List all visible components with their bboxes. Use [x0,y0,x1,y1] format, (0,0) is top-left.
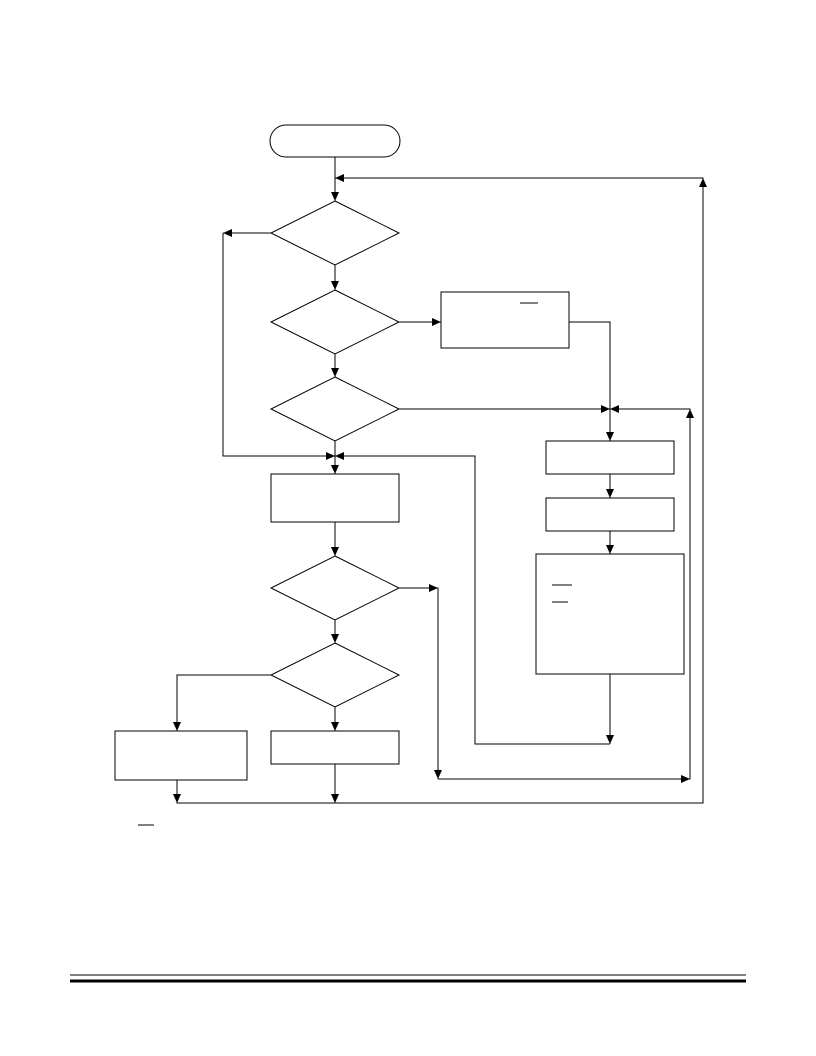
process-box-left-bottom [114,730,248,781]
flow-d4-right-branch [399,587,439,779]
flow-box-to-merge [569,321,611,441]
decision-3 [269,376,401,442]
arrowhead [223,229,232,237]
decision-2 [269,289,401,355]
process-box-right-2 [545,497,675,532]
arrowhead [173,794,181,803]
flow-left-box-to-bottom [176,780,335,804]
flow-loop-return-top [335,177,704,804]
arrowhead [601,405,610,413]
arrowhead [331,722,339,731]
arrowhead [173,722,181,731]
arrowhead [331,634,339,643]
arrowhead [606,489,614,498]
arrowhead [331,192,339,201]
decision-4 [269,555,401,621]
arrowhead [606,545,614,554]
arrowhead [335,174,344,182]
arrowhead [429,584,438,592]
arrowhead [335,452,344,460]
arrowhead [606,735,614,744]
flow-bottom-right-rail [438,408,691,780]
decision-1 [269,200,401,266]
start-terminal [269,124,401,158]
arrowhead [606,432,614,441]
process-box-right-large [535,553,685,675]
arrowhead [686,409,694,418]
decision-5 [269,642,401,708]
arrowhead [331,794,339,803]
arrowhead [326,452,335,460]
arrowhead [432,318,441,326]
arrowhead [331,547,339,556]
arrowhead [434,770,442,779]
process-box-right-top [440,291,570,349]
arrowhead [699,178,707,187]
arrowhead [331,368,339,377]
process-box-right-1 [545,440,675,475]
flow-d5-left-branch [176,674,271,731]
arrowhead [610,405,619,413]
arrowhead [331,465,339,474]
process-box-center [270,473,400,523]
flow-loop-return-center [335,455,610,745]
process-box-center-bottom [270,730,400,765]
arrowhead [681,775,690,783]
flow-left-rail [222,233,335,457]
arrowhead [331,281,339,290]
